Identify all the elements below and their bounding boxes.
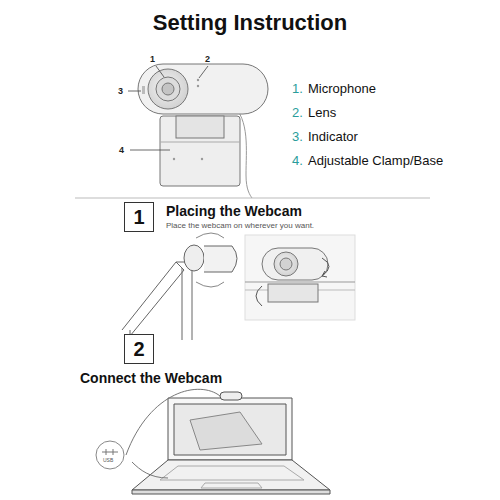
separator [75, 198, 430, 199]
port-label: USB [103, 458, 113, 464]
part-name: Lens [308, 106, 336, 121]
laptop-illustration [96, 389, 330, 494]
webcam-illustration [138, 64, 268, 198]
part-name: Microphone [308, 82, 376, 97]
list-number: 4. [292, 154, 303, 169]
monitor-top-illustration [245, 235, 355, 320]
step-note: Place the webcam on wherever you want. [166, 221, 314, 230]
step-number: 2 [133, 339, 144, 359]
callout-number: 4 [119, 145, 124, 155]
clamp-side-illustration [122, 233, 237, 340]
leader-lines [128, 66, 208, 150]
callout-number: 1 [150, 54, 155, 64]
step-heading: Connect the Webcam [80, 370, 222, 386]
list-number: 3. [292, 130, 303, 145]
step-number: 1 [133, 207, 144, 227]
part-name: Indicator [308, 130, 358, 145]
callout-number: 2 [205, 54, 210, 64]
step-number-box: 2 [124, 334, 154, 364]
part-name: Adjustable Clamp/Base [308, 154, 443, 169]
step-heading: Placing the Webcam [166, 203, 302, 219]
title: Setting Instruction [0, 10, 500, 35]
callout-number: 3 [118, 86, 123, 96]
step-number-box: 1 [124, 202, 154, 232]
list-number: 2. [292, 106, 303, 121]
list-number: 1. [292, 82, 303, 97]
